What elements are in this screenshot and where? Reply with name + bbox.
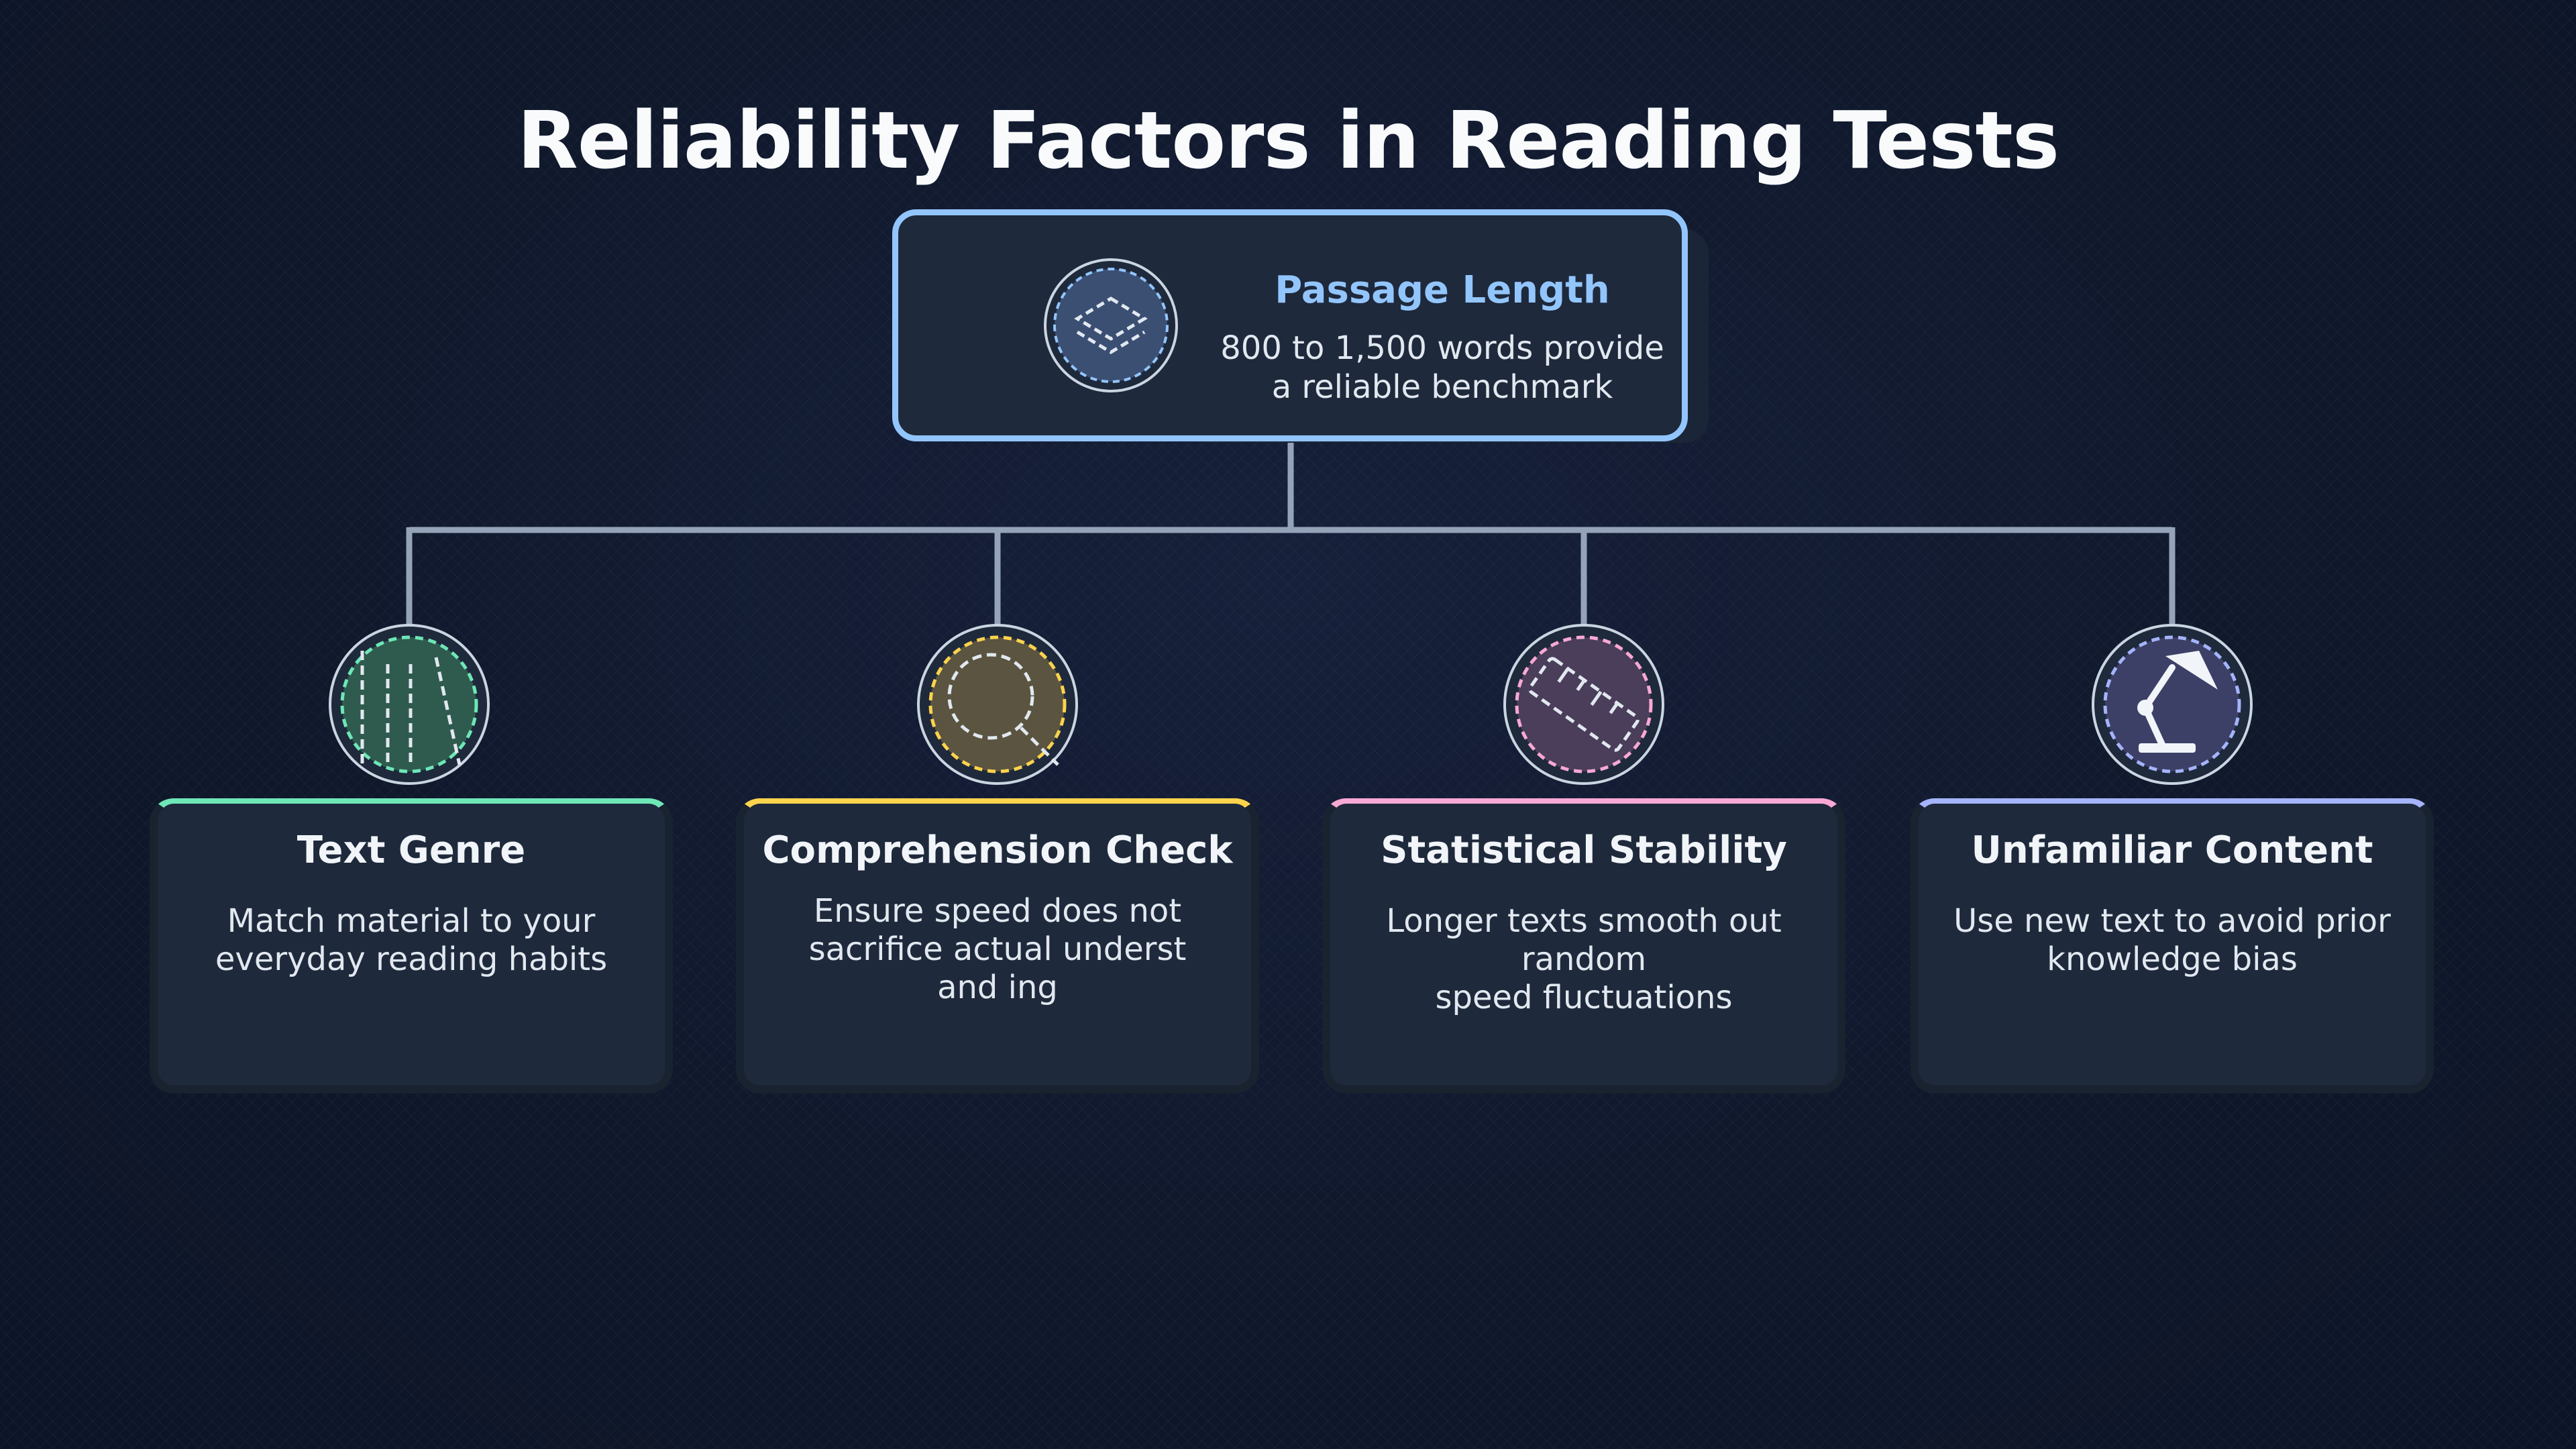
child-description-line: Ensure speed does not: [813, 892, 1182, 930]
child-description-line: Longer texts smooth out random: [1386, 902, 1782, 978]
child-title: Comprehension Check: [762, 828, 1233, 872]
child-description-line: speed fluctuations: [1435, 979, 1733, 1016]
child-card-text-genre: [150, 798, 673, 1093]
layers-icon: [1044, 258, 1178, 392]
child-description-line: knowledge bias: [2047, 941, 2298, 978]
child-description: Ensure speed does not sacrifice actual u…: [743, 892, 1252, 1007]
child-description-line: sacrifice actual underst: [808, 930, 1187, 968]
root-description-line: a reliable benchmark: [1271, 368, 1613, 406]
child-description-line: everyday reading habits: [215, 941, 608, 978]
child-description: Match material to your everyday reading …: [156, 902, 666, 979]
books-icon: [329, 624, 490, 785]
root-card: [892, 209, 1688, 441]
child-title: Text Genre: [297, 828, 526, 872]
child-card-statistical-stability: [1322, 798, 1845, 1093]
child-description-line: Match material to your: [227, 902, 596, 940]
page-title: Reliability Factors in Reading Tests: [517, 94, 2059, 186]
child-description: Use new text to avoid prior knowledge bi…: [1917, 902, 2427, 979]
magnifier-icon: [917, 624, 1078, 785]
child-title: Unfamiliar Content: [1971, 828, 2373, 872]
child-description: Longer texts smooth out random speed flu…: [1329, 902, 1839, 1017]
desk-lamp-icon: [2092, 624, 2253, 785]
child-card-unfamiliar-content: [1911, 798, 2434, 1093]
ruler-icon: [1503, 624, 1664, 785]
child-title: Statistical Stability: [1381, 828, 1787, 872]
child-card-comprehension-check: [736, 798, 1259, 1093]
root-description: 800 to 1,500 words provide a reliable be…: [1194, 329, 1690, 407]
child-description-line: and ing: [937, 969, 1058, 1006]
root-description-line: 800 to 1,500 words provide: [1220, 329, 1664, 367]
child-description-line: Use new text to avoid prior: [1953, 902, 2391, 940]
root-title: Passage Length: [1275, 268, 1610, 312]
